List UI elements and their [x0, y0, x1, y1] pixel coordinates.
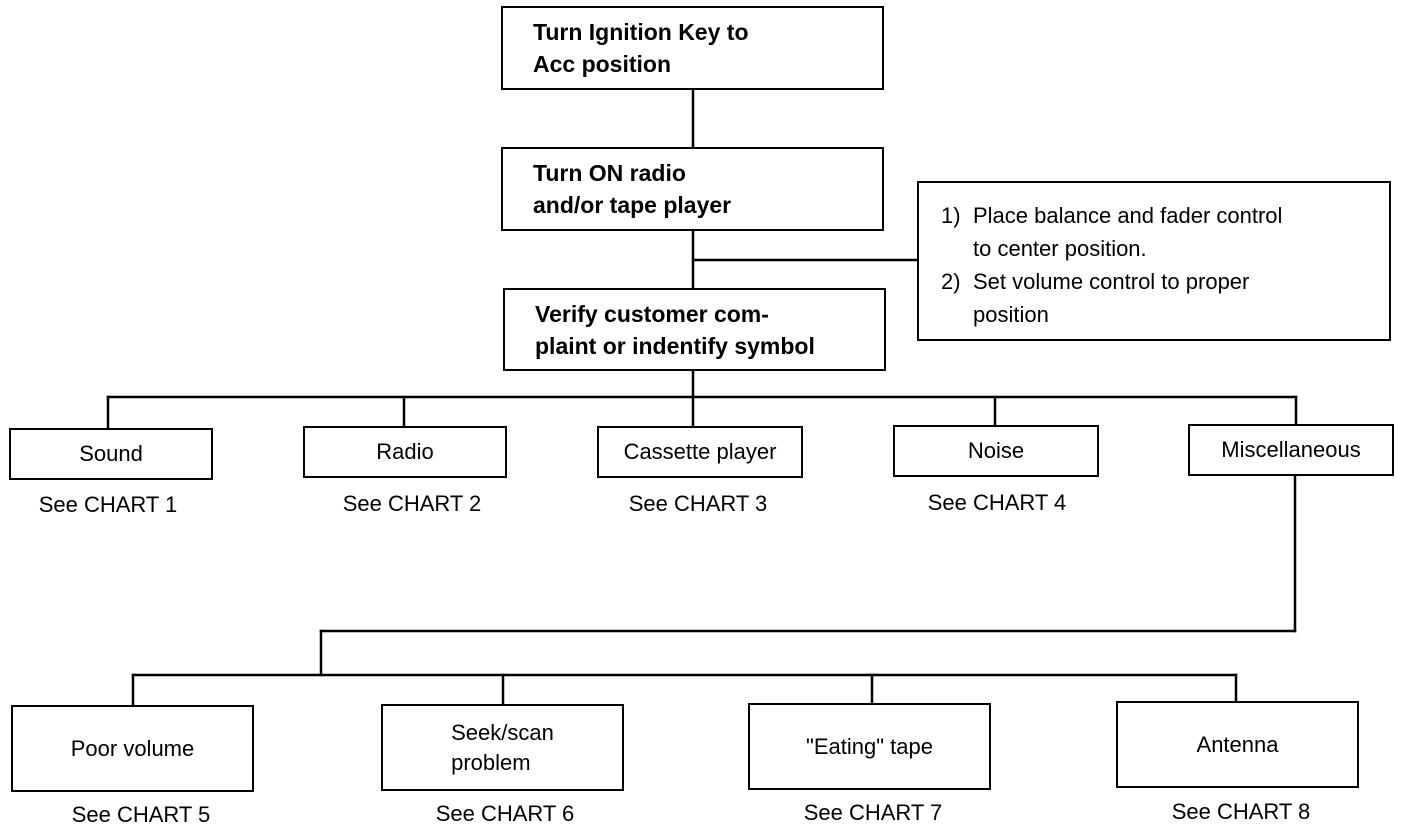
category-radio: Radio	[303, 426, 507, 478]
misc-seek-scan-label-1: Seek/scan	[451, 719, 554, 745]
note-item-2-line-1: Set volume control to proper	[973, 269, 1250, 294]
chart-ref-7: See CHART 7	[803, 800, 943, 825]
note-item-2-line-2: position	[973, 302, 1049, 327]
step-radio-line-2: and/or tape player	[533, 192, 732, 218]
category-radio-label: Radio	[376, 439, 434, 464]
step-ignition-line-2: Acc position	[533, 51, 672, 77]
chart-ref-4: See CHART 4	[927, 490, 1067, 515]
chart-ref-3: See CHART 3	[628, 491, 768, 516]
misc-seek-scan-problem: Seek/scan problem	[381, 704, 624, 791]
category-sound: Sound	[9, 428, 213, 480]
step-turn-on-radio: Turn ON radio and/or tape player	[501, 147, 884, 231]
chart-ref-6: See CHART 6	[435, 801, 575, 826]
note-item-1-line-2: to center position.	[973, 236, 1147, 261]
step-radio-line-1: Turn ON radio	[533, 160, 686, 186]
chart-ref-1: See CHART 1	[38, 492, 178, 517]
note-box: 1) Place balance and fader control to ce…	[917, 181, 1391, 341]
misc-eating-tape: "Eating" tape	[748, 703, 991, 790]
category-sound-label: Sound	[79, 441, 143, 466]
note-item-1: 1) Place balance and fader control to ce…	[941, 199, 1282, 265]
step-ignition-line-1: Turn Ignition Key to	[533, 19, 749, 45]
step-verify-line-2: plaint or indentify symbol	[535, 332, 815, 359]
note-item-2: 2) Set volume control to proper position	[941, 265, 1282, 331]
chart-ref-2: See CHART 2	[342, 491, 482, 516]
chart-ref-8: See CHART 8	[1171, 799, 1311, 824]
misc-poor-volume-label: Poor volume	[70, 735, 195, 761]
category-miscellaneous-label: Miscellaneous	[1221, 437, 1361, 462]
category-noise: Noise	[893, 425, 1099, 477]
misc-antenna-label: Antenna	[1196, 731, 1279, 757]
category-cassette-label: Cassette player	[623, 439, 777, 464]
category-noise-label: Noise	[967, 438, 1025, 463]
step-verify-line-1: Verify customer com-	[535, 300, 769, 327]
step-ignition-key: Turn Ignition Key to Acc position	[501, 6, 884, 90]
misc-eating-tape-label: "Eating" tape	[806, 733, 933, 759]
chart-ref-5: See CHART 5	[71, 802, 211, 827]
misc-poor-volume: Poor volume	[11, 705, 254, 792]
misc-antenna: Antenna	[1116, 701, 1359, 788]
misc-seek-scan-label-2: problem	[451, 749, 531, 775]
category-miscellaneous: Miscellaneous	[1188, 424, 1394, 476]
step-verify-complaint: Verify customer com- plaint or indentify…	[503, 288, 886, 371]
note-item-1-line-1: Place balance and fader control	[973, 203, 1283, 228]
note-item-1-number: 1)	[941, 203, 961, 228]
note-item-2-number: 2)	[941, 269, 961, 294]
category-cassette-player: Cassette player	[597, 426, 803, 478]
